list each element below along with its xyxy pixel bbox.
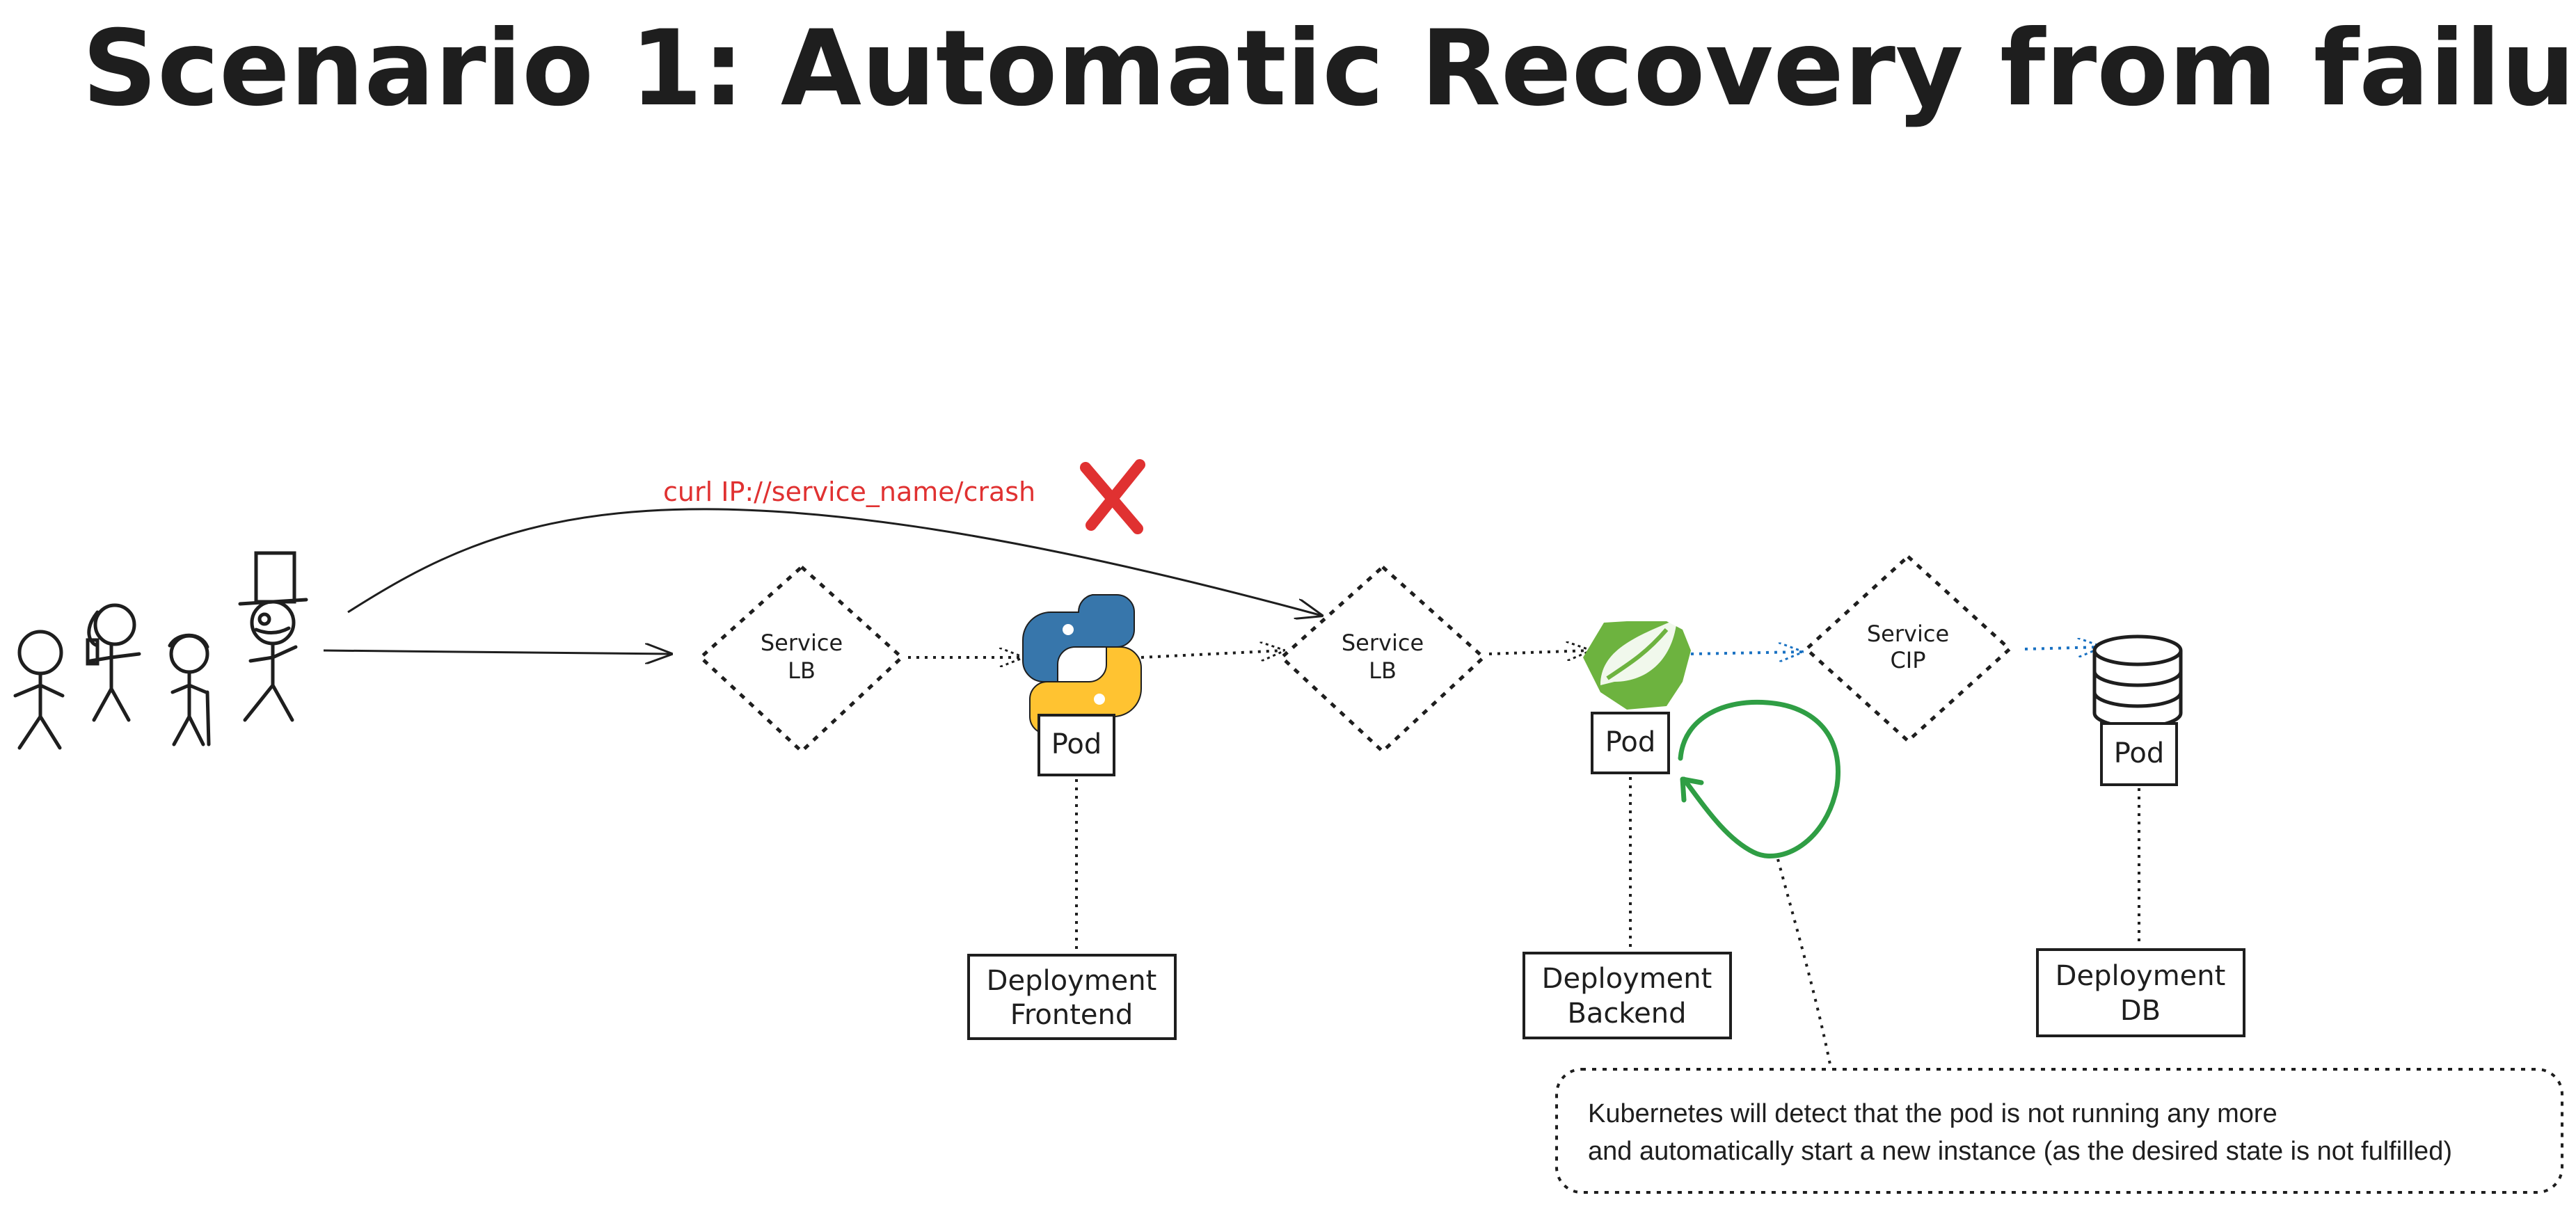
deployment-frontend: Deployment Frontend	[967, 954, 1177, 1040]
crash-request-arrow	[347, 508, 1322, 616]
deployment-name: Frontend	[1010, 999, 1134, 1031]
pod-label: Pod	[2114, 737, 2165, 769]
pod-frontend: Pod	[1037, 714, 1115, 776]
pod-label: Pod	[1051, 728, 1102, 760]
service-type: CIP	[1890, 647, 1925, 673]
link-backend-service3	[1690, 652, 1802, 654]
deployment-name: Backend	[1567, 998, 1686, 1030]
deployment-label: Deployment	[2056, 960, 2226, 992]
service-label: Service	[1867, 621, 1949, 647]
note-line-2: and automatically start a new instance (…	[1588, 1137, 2452, 1166]
note-connector	[1776, 858, 1831, 1065]
link-service2-backend	[1488, 650, 1590, 654]
service-type: LB	[788, 657, 816, 684]
deployment-name: DB	[2120, 995, 2161, 1027]
crash-request-label: curl IP://service_name/crash	[663, 477, 1035, 507]
spring-icon	[1583, 619, 1691, 710]
database-icon	[2092, 634, 2183, 729]
deployment-backend: Deployment Backend	[1522, 952, 1732, 1039]
pod-label: Pod	[1605, 726, 1656, 758]
link-service3-db	[2024, 647, 2101, 649]
service-label: Service	[1342, 630, 1424, 656]
error-x-icon	[1080, 459, 1145, 534]
users-icon	[13, 551, 308, 750]
service-frontend-lb: Service LB	[698, 564, 905, 754]
service-type: LB	[1369, 657, 1397, 684]
service-backend-lb: Service LB	[1279, 564, 1486, 754]
user-request-arrow	[323, 650, 671, 654]
service-db-cip: Service CIP	[1804, 554, 2012, 744]
note-line-1: Kubernetes will detect that the pod is n…	[1588, 1099, 2277, 1128]
deployment-db: Deployment DB	[2036, 948, 2245, 1037]
pod-db: Pod	[2100, 722, 2178, 786]
recovery-note: Kubernetes will detect that the pod is n…	[1555, 1068, 2563, 1194]
python-icon	[1022, 594, 1142, 735]
page-title: Scenario 1: Automatic Recovery from fail…	[82, 8, 2576, 129]
link-frontend-service2	[1140, 650, 1284, 657]
deployment-label: Deployment	[987, 965, 1157, 997]
deployment-label: Deployment	[1542, 963, 1712, 995]
service-label: Service	[761, 630, 843, 656]
restart-loop-icon	[1678, 699, 1840, 858]
pod-backend: Pod	[1591, 712, 1670, 774]
